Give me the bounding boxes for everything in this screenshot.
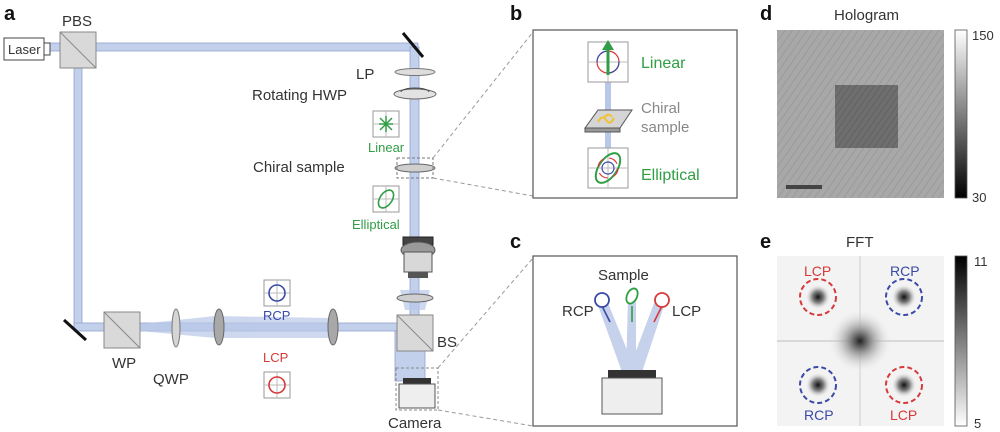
panel-c-lcp-label: LCP [672,303,701,320]
panel-letter-c: c [510,231,521,253]
panel-e-colorbar-max: 11 [974,254,988,269]
qwp-label: QWP [153,371,189,388]
pbs-cube: PBS [59,13,97,69]
fft-image: LCP RCP RCP LCP [777,256,944,426]
panel-c-sample-label: Sample [598,267,649,284]
panel-b-chiral-label-1: Chiral [641,100,680,117]
panel-e-title: FFT [846,234,874,251]
relay-lens-1 [213,308,225,346]
rotating-hwp: Rotating HWP [252,87,437,104]
panel-e-colorbar: 11 5 [954,254,988,431]
panel-d-colorbar: 150 30 [954,28,994,205]
fft-rcp-bottom-label: RCP [804,407,834,423]
panel-a: a Laser PBS [3,3,534,432]
linear-polarization-inset: Linear [368,110,405,155]
lcp-inset: LCP [263,350,291,399]
relay-lens-2 [327,308,339,346]
rcp-inset: RCP [263,279,291,323]
wp-label: WP [112,355,136,372]
panel-d-colorbar-max: 150 [972,28,994,43]
elliptical-polarization-inset: Elliptical [352,185,400,232]
panel-letter-d: d [760,3,772,25]
laser-label: Laser [8,42,41,57]
laser: Laser [3,37,51,61]
fft-rcp-bottom-ring [799,366,837,404]
panel-d-title: Hologram [834,7,899,24]
panel-b-frame [532,29,738,199]
lp-element: LP [356,66,436,83]
pbs-label: PBS [62,13,92,30]
lcp-label: LCP [263,350,288,365]
panel-letter-a: a [4,3,16,25]
panel-b-linear-box: Linear [587,40,686,83]
panel-c-camera [601,370,663,415]
panel-c: c Sample RCP LCP [510,231,738,427]
panel-b: b Linear Chiral sample [510,3,738,199]
chiral-sample-label: Chiral sample [253,159,345,176]
camera: Camera [388,367,442,432]
mirror-bottom-left [62,318,88,342]
panel-b-elliptical-box: Elliptical [587,147,700,189]
panel-b-chiral-label-2: sample [641,119,689,136]
camera-label: Camera [388,415,442,432]
panel-c-rcp-circle [594,292,610,308]
wp-prism: WP [103,311,141,372]
panel-letter-b: b [510,3,522,25]
objective-lens [400,236,436,278]
chiral-sample: Chiral sample [253,157,436,179]
rcp-label: RCP [263,308,290,323]
elliptical-label: Elliptical [352,217,400,232]
panel-b-sample: Chiral sample [584,100,689,136]
panel-b-linear-label: Linear [641,55,686,72]
mirror-top-right [401,32,425,58]
scale-bar [786,185,822,189]
panel-c-beam-arrows [601,305,663,323]
fft-lcp-bottom-ring [885,366,923,404]
hologram-image [777,30,944,198]
panel-e-colorbar-min: 5 [974,416,981,431]
fft-rcp-top-label: RCP [890,263,920,279]
rotating-hwp-label: Rotating HWP [252,87,347,104]
fft-lcp-top-label: LCP [804,263,831,279]
panel-c-lcp-circle [654,292,670,308]
tube-lens [396,293,434,303]
panel-c-rcp-label: RCP [562,303,594,320]
zoom-lines [432,31,534,427]
linear-label: Linear [368,140,405,155]
lp-label: LP [356,66,374,83]
panel-c-elliptical-mark [625,287,639,305]
panel-b-elliptical-label: Elliptical [641,167,700,184]
panel-e: e FFT LCP RCP RCP LCP 11 5 [760,231,988,431]
qwp-plate: QWP [153,308,189,388]
panel-d: d Hologram 150 30 [760,3,994,205]
panel-d-colorbar-min: 30 [972,190,986,205]
bs-cube: BS [396,314,457,352]
panel-letter-e: e [760,231,771,253]
bs-label: BS [437,334,457,351]
fft-rcp-top-ring [885,278,923,316]
fft-lcp-top-ring [799,278,837,316]
fft-lcp-bottom-label: LCP [890,407,917,423]
